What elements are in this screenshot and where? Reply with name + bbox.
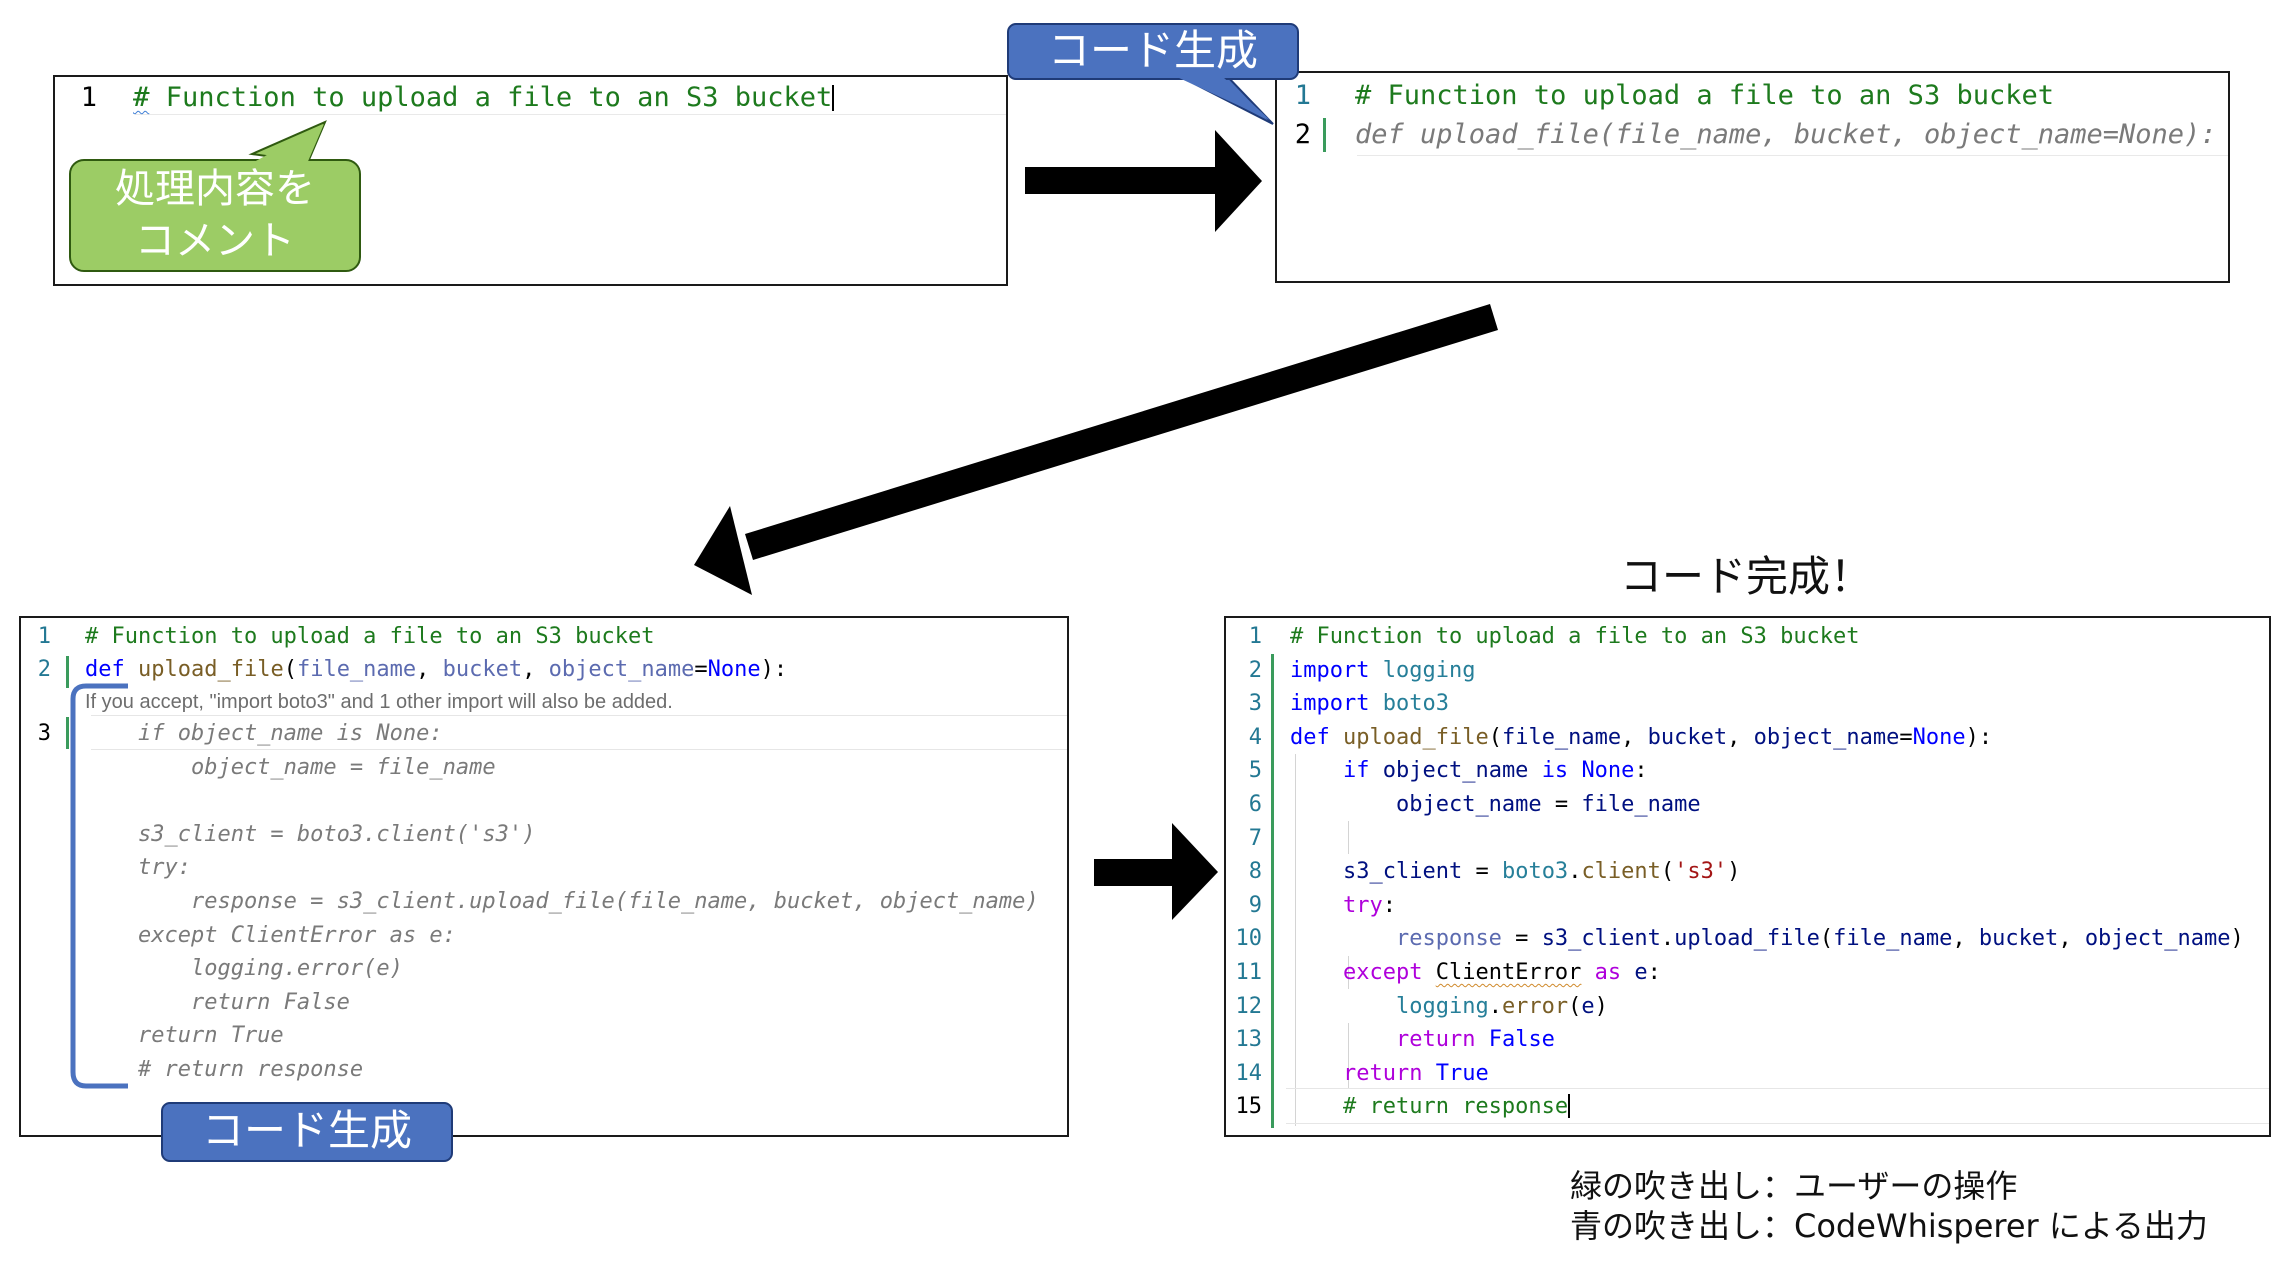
ghost-line: try: [85,855,191,881]
arrow-diagonal [694,304,1498,595]
ghost-line: # return response [85,1056,364,1082]
editor-panel-suggestion: 1 2 # Function to upload a file to an S3… [1275,71,2230,283]
legend-green: 緑の吹き出し：ユーザーの操作 [1570,1167,2018,1205]
code-line: return False [1395,1027,1555,1053]
line-number: 2 [1294,119,1311,150]
ghost-code-block[interactable]: if object_name is None: object_name = fi… [85,717,1039,1087]
code-line: object_name = file_name [1395,791,1701,817]
line-number: 2 [37,657,51,682]
line-number: 1 [1294,80,1311,111]
arrow-right-top [1025,130,1262,232]
legend-blue: 青の吹き出し：CodeWhisperer による出力 [1570,1207,2208,1245]
code-line: def upload_file(file_name, bucket, objec… [1290,724,1993,750]
line-number: 1 [37,624,51,649]
completed-title: コード完成！ [1620,552,1873,601]
ghost-suggestion-line[interactable]: def upload_file(file_name, bucket, objec… [1355,119,2217,150]
ghost-line: logging.error(e) [85,956,403,982]
code-line: # Function to upload a file to an S3 buc… [1290,624,1860,649]
arrow-right-bottom [1094,823,1218,920]
ghost-line: except ClientError as e: [85,922,456,948]
ghost-line: if object_name is None: [85,721,443,746]
code-def-line[interactable]: def upload_file(file_name, bucket, objec… [85,657,788,682]
ghost-line: s3_client = boto3.client('s3') [85,821,536,847]
editor-panel-generated: 1 2 3 # Function to upload a file to an … [19,616,1069,1137]
code-comment-line[interactable]: # Function to upload a file to an S3 buc… [1355,80,2054,111]
blue-callout-bottom-text: コード生成 [201,1106,412,1155]
line-number: 3 [37,721,51,746]
code-comment-line[interactable]: # Function to upload a file to an S3 buc… [85,624,655,649]
code-line: import logging [1290,657,1476,683]
ghost-line: object_name = file_name [85,754,496,780]
code-line: import boto3 [1290,691,1449,717]
code-line: # return response [1342,1094,1571,1120]
ghost-line: return False [85,989,350,1015]
code-line: s3_client = boto3.client('s3') [1342,859,1741,885]
green-callout-text: 処理内容を コメント [115,166,315,264]
editor-panel-completed: 1 2 3 4 5 6 7 8 9 10 11 12 13 14 15 # Fu… [1224,616,2271,1137]
ghost-line: return True [85,1023,284,1049]
code-line: if object_name is None: [1342,758,1648,784]
code-comment-line[interactable]: ## Function to upload a file to an S3 bu… [133,82,835,113]
code-line: except ClientError as e: [1342,959,1661,985]
completed-code[interactable]: # Function to upload a file to an S3 buc… [1290,620,2244,1124]
ghost-line: response = s3_client.upload_file(file_na… [85,888,1039,914]
code-line: logging.error(e) [1395,993,1608,1019]
ghost-line [85,784,1039,818]
import-hint: If you accept, "import boto3" and 1 othe… [85,691,673,713]
code-line: return True [1342,1060,1489,1086]
blue-callout-top-text: コード生成 [1047,26,1258,75]
code-line: try: [1342,892,1396,918]
line-number: 1 [80,82,97,113]
line-numbers: 1 2 3 4 5 6 7 8 9 10 11 12 13 14 15 [1235,624,1263,1120]
code-line [1290,822,2244,856]
code-line: response = s3_client.upload_file(file_na… [1395,926,2244,952]
